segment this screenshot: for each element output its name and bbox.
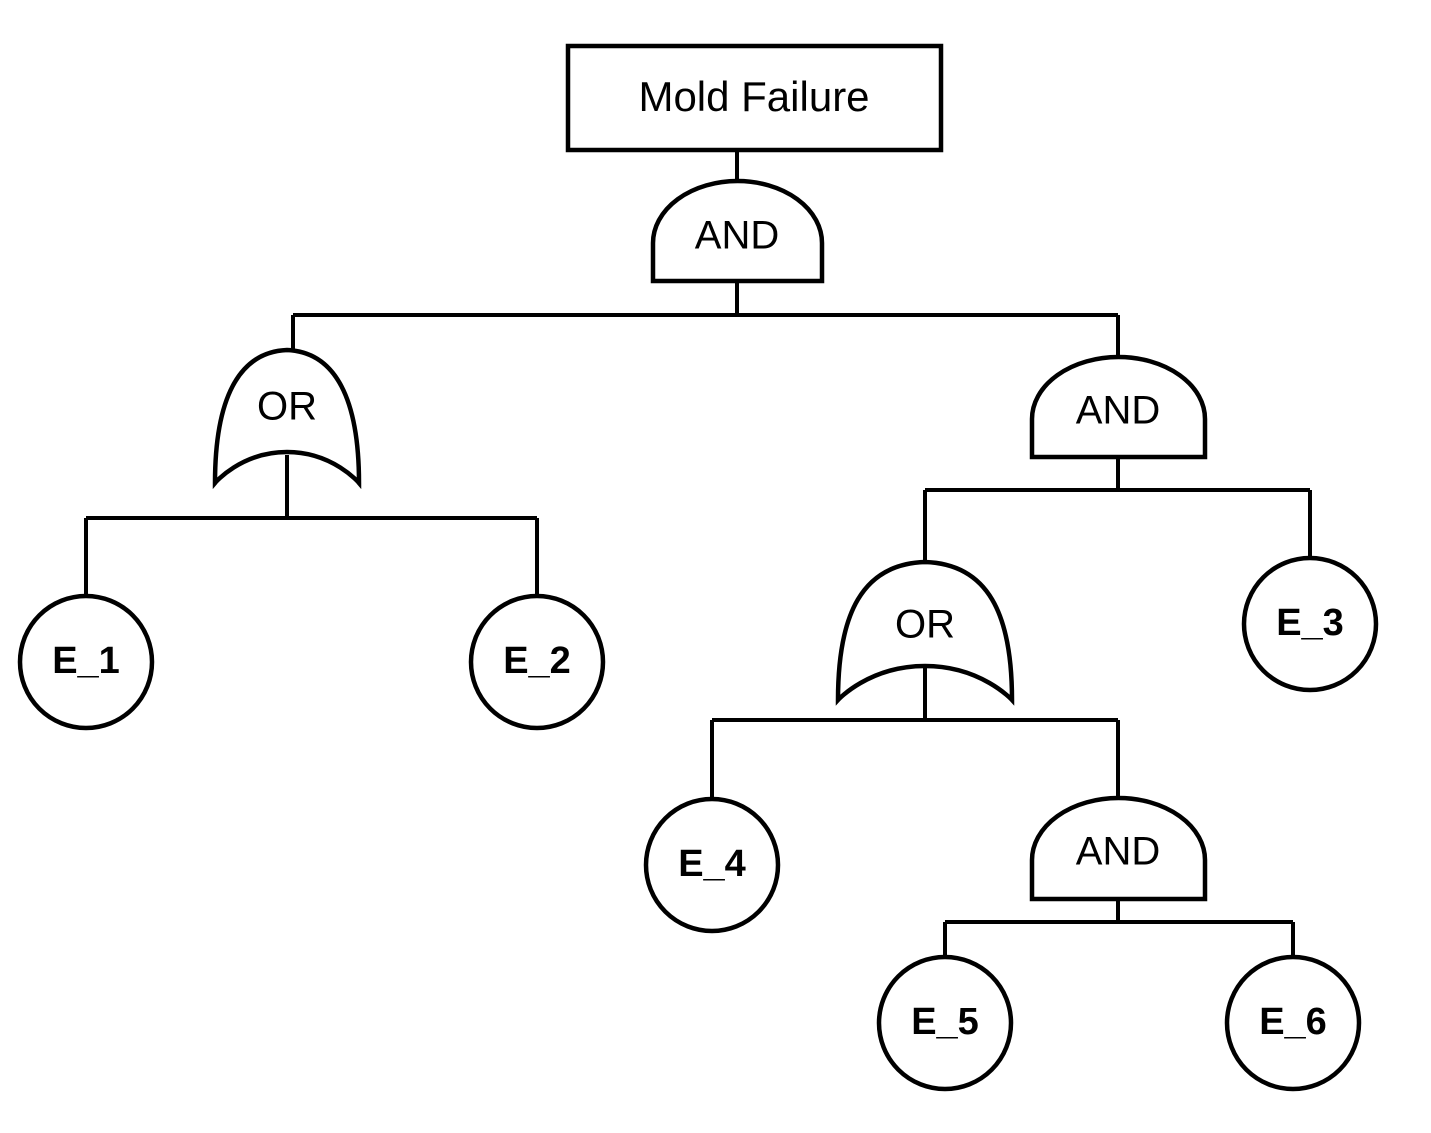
basic-event-e1-label: E_1 xyxy=(52,640,120,682)
basic-event-e6-label: E_6 xyxy=(1259,1001,1327,1043)
basic-event-circle[interactable] xyxy=(17,593,155,731)
gate-g1-label: AND xyxy=(695,214,779,258)
gate-g3-and[interactable]: AND xyxy=(1029,354,1208,460)
top-event-label: Mold Failure xyxy=(638,73,869,120)
and-gate-shape[interactable] xyxy=(650,178,825,284)
basic-event-e5-label: E_5 xyxy=(911,1001,979,1043)
basic-event-circle[interactable] xyxy=(876,954,1014,1092)
gate-g4-label: OR xyxy=(895,603,955,647)
basic-event-e2[interactable]: E_2 xyxy=(468,593,606,731)
top-event-box[interactable] xyxy=(565,43,944,153)
gate-g4-or[interactable]: OR xyxy=(835,559,1015,706)
top-event-node[interactable]: Mold Failure xyxy=(565,43,944,153)
gate-g3-label: AND xyxy=(1076,389,1160,433)
or-gate-shape[interactable] xyxy=(835,559,1015,706)
basic-event-circle[interactable] xyxy=(468,593,606,731)
gate-g2-label: OR xyxy=(257,385,317,429)
and-gate-shape[interactable] xyxy=(1029,354,1208,460)
basic-event-e5[interactable]: E_5 xyxy=(876,954,1014,1092)
gate-g5-and[interactable]: AND xyxy=(1029,795,1208,902)
basic-event-e3[interactable]: E_3 xyxy=(1241,555,1379,693)
basic-event-e2-label: E_2 xyxy=(503,640,571,682)
basic-event-e6[interactable]: E_6 xyxy=(1224,954,1362,1092)
basic-event-circle[interactable] xyxy=(1224,954,1362,1092)
basic-event-e4[interactable]: E_4 xyxy=(643,796,781,934)
and-gate-shape[interactable] xyxy=(1029,795,1208,902)
gate-g1-and[interactable]: AND xyxy=(650,178,825,284)
gate-g5-label: AND xyxy=(1076,830,1160,874)
gate-g2-or[interactable]: OR xyxy=(212,347,362,490)
or-gate-shape[interactable] xyxy=(212,347,362,490)
basic-event-circle[interactable] xyxy=(1241,555,1379,693)
basic-event-e4-label: E_4 xyxy=(678,843,746,885)
basic-event-e1[interactable]: E_1 xyxy=(17,593,155,731)
basic-event-circle[interactable] xyxy=(643,796,781,934)
basic-event-e3-label: E_3 xyxy=(1276,602,1344,644)
